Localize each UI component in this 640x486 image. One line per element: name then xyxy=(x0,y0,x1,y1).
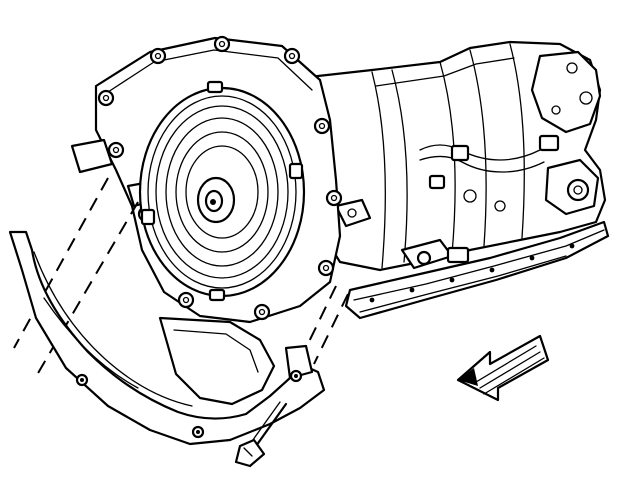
flywheel-inspection-cover xyxy=(8,230,326,446)
oil-pan xyxy=(344,220,610,320)
cover-bolt xyxy=(234,401,288,468)
alignment-lines xyxy=(13,177,349,381)
front-direction-arrow-icon xyxy=(456,334,550,402)
bell-housing-bolts xyxy=(97,35,343,321)
torque-converter xyxy=(138,80,306,302)
transmission-case xyxy=(294,40,607,272)
